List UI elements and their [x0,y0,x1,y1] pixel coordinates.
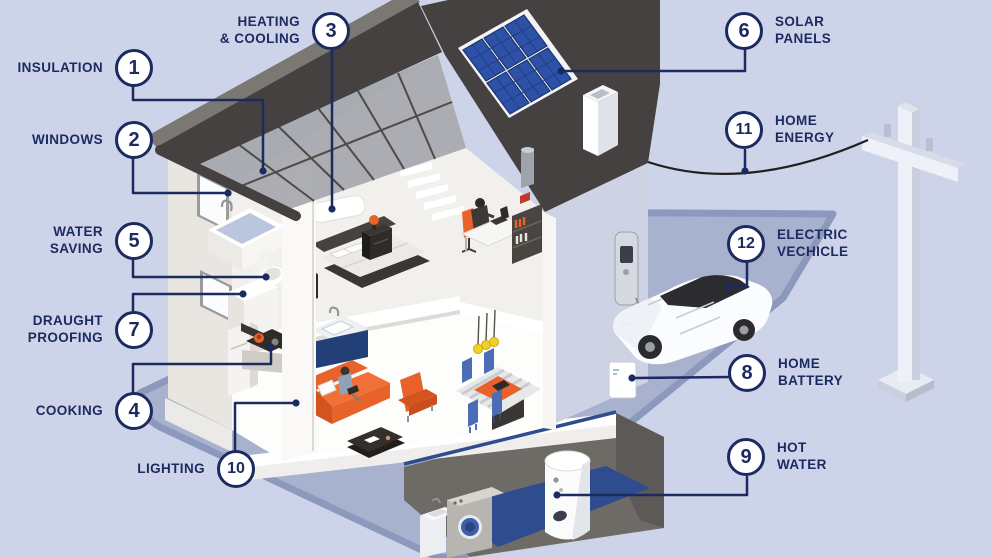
staircase [400,162,464,221]
callout-solar-panels: 6 SOLAR PANELS [725,12,831,50]
leader-windows [131,157,228,195]
callout-number: 8 [728,354,766,392]
callout-number: 11 [725,111,763,149]
kitchen [228,306,368,396]
callout-draught-proofing: DRAUGHT PROOFING 7 [28,311,153,349]
window-lower [200,270,232,322]
callout-label: SOLAR PANELS [775,14,832,46]
left-wall [168,154,232,430]
callout-number: 7 [115,311,153,349]
leader-water-saving [131,258,265,279]
leader-insulation [131,85,265,170]
dining-chairs-far [462,348,494,383]
callout-cooking: COOKING 4 [36,392,153,430]
callout-insulation: INSULATION 1 [17,49,153,87]
callout-label: HOME BATTERY [778,356,844,388]
home-battery [608,361,637,399]
sofa-person [338,366,361,402]
callout-home-battery: 8 HOME BATTERY [728,354,843,392]
electric-car [613,275,773,365]
callout-label: DRAUGHT PROOFING [27,313,103,345]
callout-label: ELECTRIC VECHICLE [777,227,849,259]
power-pole [862,102,966,402]
solar-panels [458,9,578,118]
callout-number: 4 [115,392,153,430]
dining-room [456,309,541,433]
callout-number: 1 [115,49,153,87]
washing-machine [447,487,504,558]
callout-number: 12 [727,225,765,263]
leader-dots [224,67,749,499]
cut-wall-pillar [282,150,316,461]
callout-label: LIGHTING [137,460,205,476]
callout-label: COOKING [35,402,103,418]
callout-water-saving: WATER SAVING 5 [50,222,153,260]
callout-label: WINDOWS [31,131,103,147]
callout-number: 9 [727,438,765,476]
leader-lighting [233,401,295,452]
nightstand-right [362,215,392,260]
leader-solar-panels [562,48,747,73]
window-upper [197,172,229,232]
right-wall-cut-face [543,212,556,430]
leader-lines [131,48,749,497]
callout-windows: WINDOWS 2 [32,121,153,159]
callout-electric-vehicle: 12 ELECTRIC VECHICLE [727,225,848,263]
wall-art [520,192,530,204]
callout-number: 2 [115,121,153,159]
kitchen-sink [312,306,368,369]
dining-chairs-near [468,389,502,433]
roof-eave [155,145,301,221]
callout-label: HOT WATER [777,440,827,472]
chimney [583,85,618,156]
bathtub [208,199,284,270]
callout-heating-cooling: HEATING & COOLING 3 [220,12,350,50]
leader-draught-proofing [131,292,242,313]
callout-label: INSULATION [17,59,103,75]
callout-hot-water: 9 HOT WATER [727,438,827,476]
coffee-table [347,427,405,458]
roof-vent [521,147,534,188]
leader-hot-water [558,475,749,497]
callout-number: 5 [115,222,153,260]
garage [543,163,773,430]
callout-label: HEATING & COOLING [219,14,300,46]
callout-lighting: LIGHTING 10 [137,450,255,488]
callout-number: 3 [312,12,350,50]
callout-label: HOME ENERGY [775,113,835,145]
bookshelf [512,204,542,264]
callout-label: WATER SAVING [49,224,103,256]
armchair [398,372,437,422]
basement [404,413,664,558]
leader-electric-vehicle [730,261,749,289]
home-office [460,192,542,264]
power-line-wire [647,138,869,176]
roof-back-slope [147,0,420,148]
callout-number: 10 [217,450,255,488]
hot-water-cylinder [544,450,591,540]
leader-home-battery [633,375,731,380]
callout-home-energy: 11 HOME ENERGY [725,111,834,149]
pendant-lights [473,309,499,354]
callout-number: 6 [725,12,763,50]
roof-left-slope [155,2,442,164]
leader-cooking [131,348,273,394]
roof [147,0,660,221]
